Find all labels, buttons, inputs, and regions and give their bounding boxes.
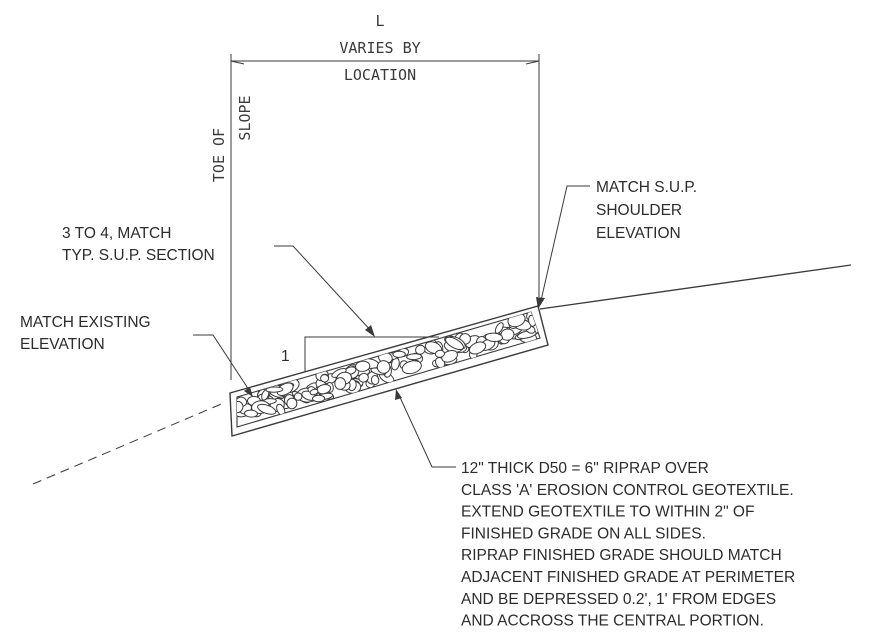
dimension-line-1: VARIES BY <box>339 39 420 57</box>
slope-callout-line-2: TYP. S.U.P. SECTION <box>62 247 215 264</box>
riprap-note-line: 12" THICK D50 = 6" RIPRAP OVER <box>461 460 709 477</box>
riprap-stone <box>265 386 284 393</box>
existing-callout-line-2: ELEVATION <box>20 336 105 353</box>
riprap-stone <box>334 377 347 390</box>
shoulder-callout-line-2: SHOULDER <box>596 202 682 219</box>
dimension-line-2: LOCATION <box>344 66 416 84</box>
existing-leader-line <box>193 334 252 394</box>
slope-ratio-rise: 1 <box>281 348 290 365</box>
riprap-note-line: RIPRAP FINISHED GRADE SHOULD MATCH <box>461 547 782 564</box>
riprap-note-line: AND BE DEPRESSED 0.2', 1' FROM EDGES <box>461 591 776 608</box>
riprap-stones <box>237 312 540 418</box>
shoulder-callout-line-3: ELEVATION <box>596 225 681 242</box>
riprap-stone <box>406 353 422 361</box>
slope-leader-arrowhead <box>365 325 375 337</box>
slope-callout-line-1: 3 TO 4, MATCH <box>62 225 171 242</box>
dimension-arrow-right-tick <box>525 60 540 65</box>
toe-of-slope-line-2: SLOPE <box>236 95 254 140</box>
riprap-note-line: ADJACENT FINISHED GRADE AT PERIMETER <box>461 569 795 586</box>
riprap-stone <box>370 375 380 385</box>
existing-grade-dashed <box>32 401 227 485</box>
toe-of-slope-line-1: TOE OF <box>210 128 228 182</box>
riprap-note-arrowhead <box>395 389 402 400</box>
riprap-stone <box>355 360 371 372</box>
slope-ratio-triangle <box>304 336 439 372</box>
existing-callout-line-1: MATCH EXISTING <box>20 314 151 331</box>
slope-leader-line <box>274 245 374 334</box>
dimension-symbol: L <box>375 12 384 30</box>
riprap-note-line: FINISHED GRADE ON ALL SIDES. <box>461 525 706 542</box>
riprap-stone <box>468 341 487 355</box>
riprap-stone <box>445 336 464 351</box>
riprap-stone <box>392 350 406 358</box>
riprap-stone <box>309 388 319 396</box>
riprap-pad-outline <box>229 305 549 437</box>
riprap-note: 12" THICK D50 = 6" RIPRAP OVER CLASS 'A' … <box>461 460 795 630</box>
riprap-stone <box>237 400 244 414</box>
riprap-stone <box>376 360 391 374</box>
riprap-note-line: AND ACCROSS THE CENTRAL PORTION. <box>461 613 764 630</box>
riprap-stone <box>286 397 298 410</box>
riprap-stone <box>415 344 426 355</box>
riprap-stone <box>293 392 303 401</box>
riprap-note-line: CLASS 'A' EROSION CONTROL GEOTEXTILE. <box>461 482 794 499</box>
riprap-stone <box>484 332 503 343</box>
riprap-stone <box>320 374 330 383</box>
existing-leader-arrowhead <box>244 387 253 397</box>
riprap-stone <box>312 394 326 403</box>
shoulder-leader-line <box>539 185 590 306</box>
shoulder-leader-arrowhead <box>536 297 545 309</box>
finished-grade-line <box>539 264 852 310</box>
riprap-stone <box>441 350 458 363</box>
shoulder-callout-line-1: MATCH S.U.P. <box>596 179 697 196</box>
riprap-note-line: EXTEND GEOTEXTILE TO WITHIN 2" OF <box>461 504 754 521</box>
riprap-stone <box>244 409 258 418</box>
dimension-arrow-left-tick <box>230 60 245 65</box>
riprap-stone <box>434 349 445 358</box>
riprap-stone <box>257 403 277 415</box>
riprap-stone <box>276 382 294 396</box>
riprap-stone <box>401 360 422 375</box>
riprap-note-leader-line <box>397 392 456 468</box>
riprap-stone <box>358 372 369 383</box>
